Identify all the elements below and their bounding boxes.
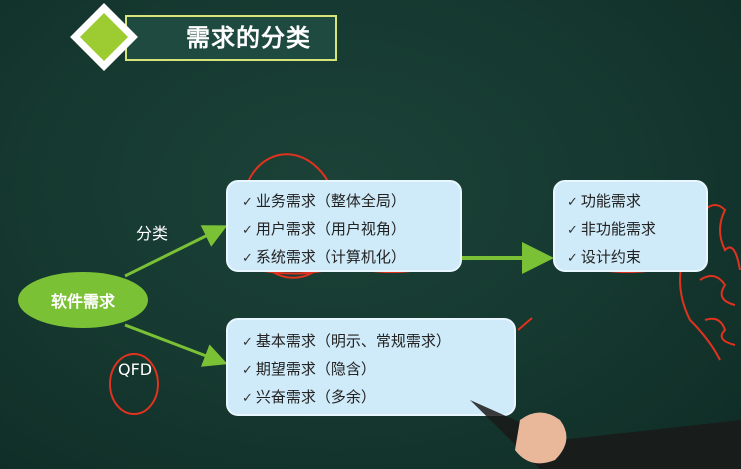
check-icon: ✓: [242, 251, 253, 266]
list-item: ✓设计约束: [567, 248, 641, 266]
pen-hand: [515, 412, 567, 464]
check-icon: ✓: [242, 363, 253, 378]
list-item: ✓期望需求（隐含）: [242, 360, 376, 378]
list-item: ✓基本需求（明示、常规需求）: [242, 332, 451, 350]
list-item: ✓业务需求（整体全局）: [242, 192, 406, 210]
list-item: ✓功能需求: [567, 192, 641, 210]
list-item: ✓系统需求（计算机化）: [242, 248, 406, 266]
arrow-to-classification: [124, 225, 228, 278]
check-icon: ✓: [242, 195, 253, 210]
classification-box: ✓业务需求（整体全局） ✓用户需求（用户视角） ✓系统需求（计算机化）: [226, 180, 462, 272]
list-item: ✓用户需求（用户视角）: [242, 220, 406, 238]
list-item: ✓非功能需求: [567, 220, 656, 238]
check-icon: ✓: [242, 335, 253, 350]
check-icon: ✓: [567, 223, 578, 238]
system-requirements-box: ✓功能需求 ✓非功能需求 ✓设计约束: [553, 180, 708, 272]
check-icon: ✓: [242, 391, 253, 406]
title-bar: [125, 15, 337, 61]
check-icon: ✓: [567, 251, 578, 266]
check-icon: ✓: [242, 223, 253, 238]
pen-pointer: [470, 400, 741, 469]
edge-label-qfd: QFD: [118, 360, 153, 379]
edge-label-classify: 分类: [136, 224, 169, 243]
slide-title: 需求的分类: [186, 24, 311, 52]
list-item: ✓兴奋需求（多余）: [242, 388, 376, 406]
check-icon: ✓: [567, 195, 578, 210]
arrow-to-qfd: [124, 323, 228, 367]
qfd-box: ✓基本需求（明示、常规需求） ✓期望需求（隐含） ✓兴奋需求（多余）: [226, 318, 516, 416]
root-node-software-requirements: 软件需求: [18, 272, 148, 328]
